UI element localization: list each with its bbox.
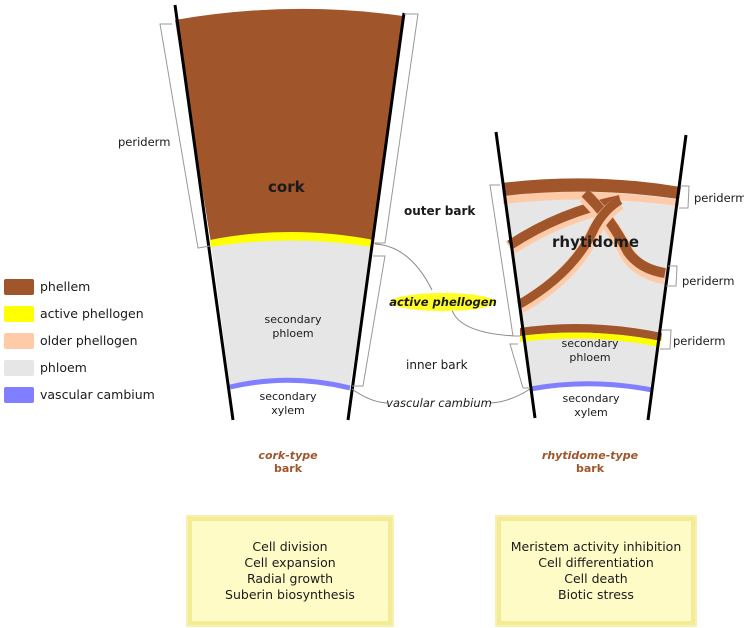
active-phellogen-highlight	[391, 293, 495, 311]
cork-process-box: Cell division Cell expansion Radial grow…	[188, 517, 392, 625]
inner-bark-label: inner bark	[406, 358, 468, 372]
active-phellogen-swatch	[4, 305, 34, 322]
left-active-phellogen	[210, 232, 374, 247]
rhytidome-type-title-line2: bark	[575, 462, 605, 475]
cork-type-title-line1: cork-type	[258, 449, 318, 462]
left-periderm-bracket	[159, 23, 211, 249]
right-secondary-xylem-line2: xylem	[574, 406, 608, 419]
right-periderm-bracket-1	[679, 185, 690, 209]
left-phloem-region	[211, 236, 373, 386]
right-periderm-label-3: periderm	[673, 334, 725, 348]
phellem-swatch	[4, 278, 34, 295]
legend-label: phellem	[40, 279, 91, 294]
right-active-phellogen	[520, 332, 661, 347]
right-top-phellem	[502, 178, 681, 199]
outer-bark-label: outer bark	[404, 204, 476, 218]
cork-process-line: Radial growth	[246, 571, 334, 586]
cork-process-line: Suberin biosynthesis	[225, 587, 355, 602]
rhytidome-process-line: Meristem activity inhibition	[510, 539, 682, 554]
vascular-cambium-swatch	[4, 386, 34, 403]
vascular-cambium-connector-right	[489, 388, 531, 404]
right-secondary-phloem-line2: phloem	[569, 351, 610, 364]
inner-bark-bracket	[352, 255, 386, 387]
cork-process-line: Cell expansion	[244, 555, 336, 570]
legend-label: phloem	[40, 360, 87, 375]
rhytidome-label: rhytidome	[552, 233, 639, 251]
left-vascular-cambium	[229, 377, 351, 391]
left-secondary-xylem-line1: secondary	[259, 390, 316, 403]
left-cork-region	[175, 8, 403, 244]
right-outline-left	[494, 131, 537, 419]
rhytidome-type-title-line1: rhytidome-type	[541, 449, 639, 462]
rhytidome-process-line: Biotic stress	[558, 587, 634, 602]
rhytidome-process-box: Meristem activity inhibition Cell differ…	[497, 517, 695, 625]
right-branch-1	[507, 195, 621, 250]
phloem-swatch	[4, 359, 34, 376]
right-branch-3	[517, 196, 623, 308]
right-vascular-cambium	[529, 381, 653, 393]
right-outline-right	[646, 134, 688, 421]
right-rhytidome-bracket	[489, 184, 520, 337]
rhytidome-process-line: Cell differentiation	[538, 555, 654, 570]
legend-item-phellem: phellem	[4, 274, 155, 299]
right-secondary-phloem-line1: secondary	[561, 337, 618, 350]
left-secondary-phloem-line2: phloem	[272, 327, 313, 340]
right-periderm-bracket-2	[666, 265, 678, 287]
legend-label: vascular cambium	[40, 387, 155, 402]
right-branch-2	[581, 189, 666, 278]
right-secondary-xylem-line1: secondary	[562, 392, 619, 405]
right-periderm-label-2: periderm	[682, 274, 734, 288]
cork-process-line: Cell division	[252, 539, 328, 554]
rhytidome-process-line: Cell death	[564, 571, 628, 586]
legend-label: older phellogen	[40, 333, 138, 348]
active-phellogen-connector-right	[451, 309, 516, 337]
active-phellogen-connector-left	[374, 243, 433, 291]
left-outline-right	[346, 12, 406, 421]
outer-bark-bracket	[374, 13, 419, 244]
legend-label: active phellogen	[40, 306, 144, 321]
left-outline-left	[173, 4, 235, 421]
rhytidome-type-bark-title: rhytidome-type bark	[530, 449, 650, 475]
legend-item-vascular-cambium: vascular cambium	[4, 382, 155, 407]
right-inner-bracket	[509, 343, 530, 389]
cork-type-bark-title: cork-type bark	[238, 449, 338, 475]
left-secondary-phloem-line1: secondary	[264, 313, 321, 326]
vascular-cambium-connector-left	[351, 388, 388, 404]
legend-item-phloem: phloem	[4, 355, 155, 380]
cork-type-title-line2: bark	[273, 462, 303, 475]
legend: phellem active phellogen older phellogen…	[4, 274, 155, 409]
vascular-cambium-label: vascular cambium	[386, 396, 492, 410]
right-periderm-label-1: periderm	[694, 191, 744, 205]
left-periderm-label: periderm	[118, 135, 170, 149]
right-periderm-bracket-3	[660, 329, 672, 350]
legend-item-active-phellogen: active phellogen	[4, 301, 155, 326]
active-phellogen-label: active phellogen	[389, 295, 497, 309]
right-bottom-phellem	[520, 324, 662, 341]
left-secondary-xylem-line2: xylem	[271, 404, 305, 417]
left-cork-label: cork	[268, 178, 306, 196]
legend-item-older-phellogen: older phellogen	[4, 328, 155, 353]
older-phellogen-swatch	[4, 332, 34, 349]
